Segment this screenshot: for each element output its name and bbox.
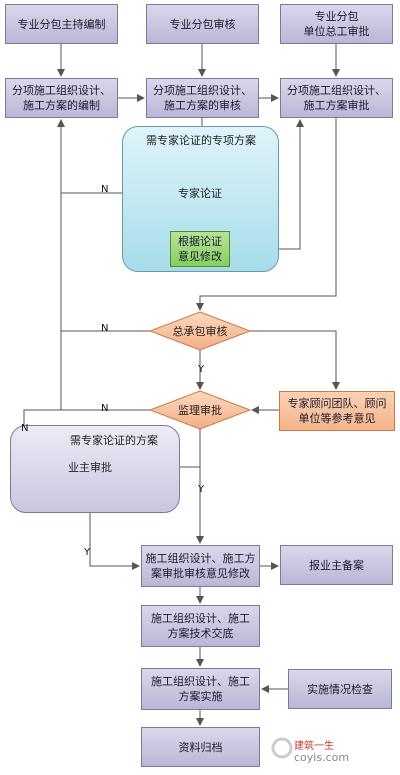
edge-label-n3: N [101,403,109,414]
node-prep: 分项施工组织设计、 施工方案的编制 [5,78,118,118]
region-expert-scheme-title: 需专家论证的专项方案 [146,134,256,147]
node-sub-prepare-lead: 专业分包主持编制 [5,4,118,44]
node-advisors: 专家顾问团队、顾问 单位等参考意见 [279,391,395,431]
node-inspection: 实施情况检查 [288,669,392,709]
edge-label-y3: Y [84,547,91,558]
node-approve: 分项施工组织设计、 施工方案审批 [280,78,393,118]
node-expert-review: 专家论证 [178,187,222,200]
watermark-brand: 建筑一生 [294,741,334,752]
node-disclosure: 施工组织设计、施工 方案技术交底 [141,605,260,647]
edge-gc-to-advisors [250,330,340,390]
edge-approve-to-gc [196,118,337,311]
node-revise: 根据论证 意见修改 [170,231,230,267]
watermark-site: coyis.com [294,751,350,764]
edge-label-y2: Y [198,484,205,495]
region-expert-scheme-2 [10,425,180,513]
node-sub-review: 专业分包审核 [146,4,259,44]
node-gc-review: 总承包审核 [172,325,228,338]
edge-label-y1: Y [198,364,205,375]
node-implement: 施工组织设计、施工 方案实施 [141,668,260,710]
node-archive: 资料归档 [141,727,260,767]
region-expert-scheme-2-title: 需专家论证的方案 [70,434,158,447]
edge-label-n2: N [101,323,109,334]
node-sub-approve: 专业分包 单位总工审批 [280,4,393,44]
node-review: 分项施工组织设计、 施工方案的审核 [146,78,259,118]
node-owner-record: 报业主备案 [280,545,393,585]
node-owner: 业主审批 [68,461,112,474]
node-supervision: 监理审批 [178,404,222,417]
watermark-logo-icon [271,737,293,759]
edge-label-n4: N [21,423,29,434]
node-revise2: 施工组织设计、施工方 案审批审核意见修改 [141,545,260,587]
edge-label-n1: N [101,184,109,195]
